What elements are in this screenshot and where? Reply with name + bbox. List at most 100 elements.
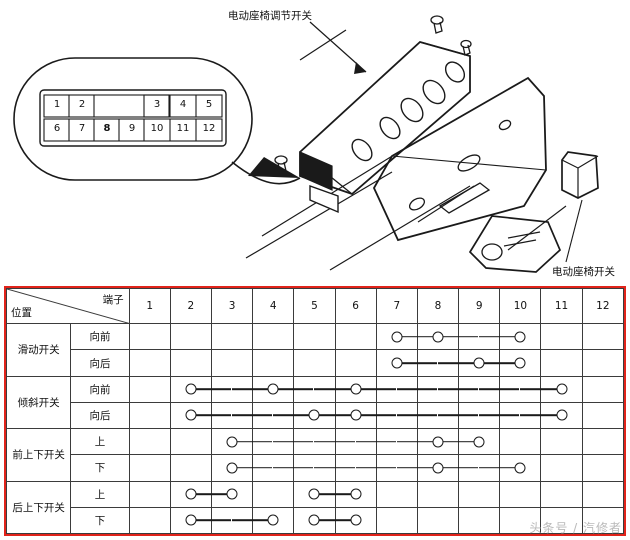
cell-11 [540,349,583,377]
contact-dot [308,488,320,500]
contact-dot [391,357,403,369]
link-segment [396,467,437,469]
cell-12 [581,401,625,430]
cell-5 [293,506,355,535]
cell-8 [416,506,460,535]
table-row: 滑动开关向前 [5,323,625,377]
row-label: 下 [70,506,130,535]
link-segment [479,467,520,469]
cell-9 [458,506,501,535]
contact-dot [432,331,444,343]
link-segment [314,388,355,391]
row-label: 上 [70,428,130,456]
contact-dot [514,357,526,369]
cell-3 [210,454,273,482]
column-header-5: 5 [293,287,336,325]
link-segment [355,388,396,391]
link-segment [396,362,437,364]
group-label: 后上下开关 [5,480,72,534]
contact-dot [432,462,444,474]
link-segment [479,414,520,417]
contact-dot [308,409,320,421]
cell-9 [458,454,520,482]
cell-12 [581,349,625,377]
contact-dot [473,357,485,369]
table-row: 下 [7,506,625,535]
cell-2 [169,454,212,482]
header-terminal-label: 端子 [102,294,124,306]
cell-12 [581,454,625,482]
cell-11 [540,480,583,508]
pin-11: 11 [176,123,190,134]
cell-7 [375,323,437,351]
link-segment [314,467,355,469]
column-header-1: 1 [128,287,171,325]
cell-8 [416,375,479,403]
column-header-12: 12 [581,287,625,325]
cell-4 [252,454,314,482]
cell-5 [293,349,336,377]
column-header-10: 10 [499,287,542,325]
contact-dot [350,409,362,421]
link-segment [190,414,232,417]
cell-4 [252,480,295,508]
pin-4: 4 [179,99,187,110]
column-header-9: 9 [458,287,501,325]
header-position-label: 位置 [11,307,32,320]
contact-dot [185,383,197,395]
contact-dot [226,488,238,500]
illustration-area: 1 2 3 4 5 6 7 8 9 10 11 12 电动座椅调节开关 电动座椅… [13,10,615,278]
group-label: 前上下开关 [5,428,72,482]
link-segment [438,336,479,338]
cell-11 [540,323,583,351]
pin-2: 2 [78,99,86,110]
cell-6 [334,349,377,377]
link-segment [396,388,437,391]
cell-6 [334,375,396,403]
cell-7 [375,506,418,535]
link-segment [479,362,520,364]
link-segment [479,388,520,391]
contact-dot [185,409,197,421]
link-segment [355,467,396,469]
cell-8 [416,480,460,508]
link-segment [232,440,273,443]
cell-11 [540,454,583,482]
link-segment [314,440,355,443]
cell-12 [581,323,625,351]
cell-1 [128,375,171,403]
row-label: 向前 [70,375,130,403]
contact-dot [514,331,526,343]
table-row: 向后 [7,401,625,430]
link-segment [314,493,355,495]
contact-dot [556,409,568,421]
link-segment [232,519,273,522]
cell-9 [458,480,501,508]
pin-10: 10 [150,123,164,134]
link-segment [273,467,314,469]
contact-dot [226,436,238,448]
link-segment [190,493,232,495]
cell-4 [252,349,295,377]
illustration-drawing [13,15,599,273]
watermark: 头条号 / 汽修者 [529,521,622,535]
row-label: 向后 [70,349,130,377]
link-segment [438,362,479,364]
cell-12 [581,480,625,508]
cell-1 [128,428,171,456]
cell-5 [293,480,355,508]
cell-7 [375,349,437,377]
cell-2 [169,323,212,351]
link-segment [355,414,396,417]
row-label: 上 [70,480,130,508]
pin-5: 5 [205,99,213,110]
link-segment [438,414,479,417]
cell-10 [499,428,542,456]
cell-9 [458,349,520,377]
cell-11 [540,428,583,456]
contact-dot [473,436,485,448]
contact-dot [226,462,238,474]
